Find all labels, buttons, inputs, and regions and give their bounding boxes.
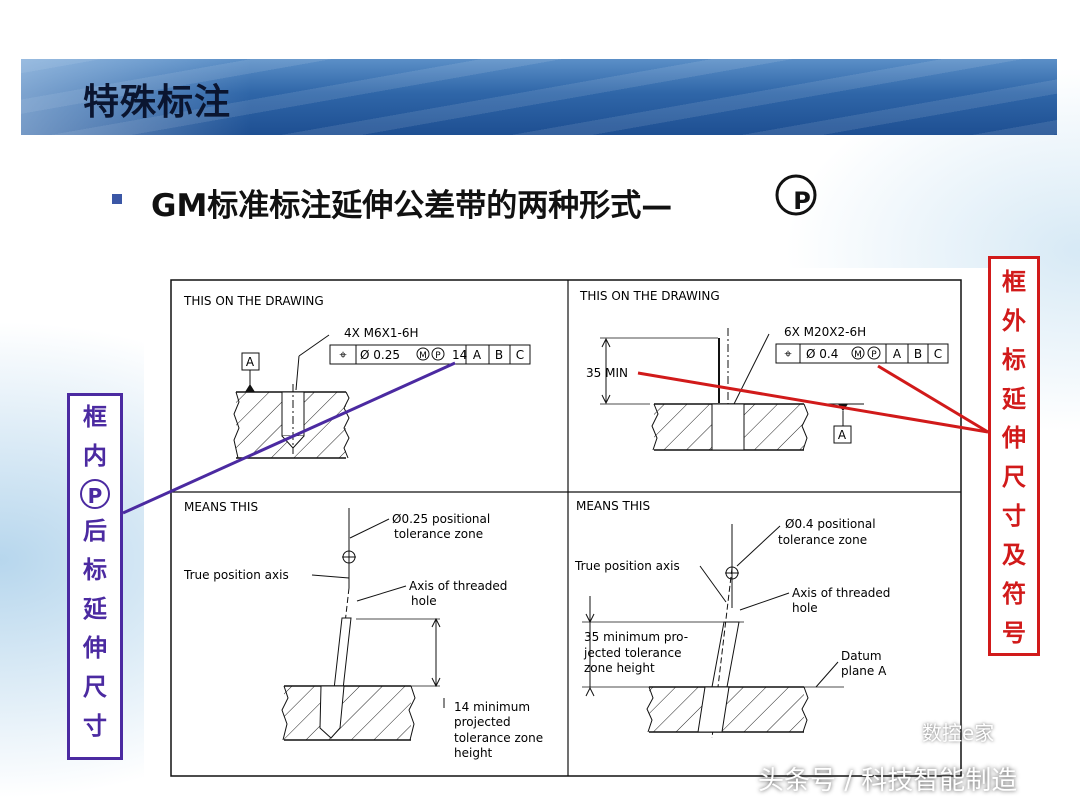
q4-min-line2: jected tolerance [583,646,681,660]
q4-part-section [646,686,809,733]
slide-title: 特殊标注 [83,82,232,123]
svg-text:M: M [854,350,862,360]
right-char: 外 [1002,307,1026,335]
q3-true-position: True position axis [183,568,289,582]
svg-text:A: A [246,355,255,369]
q1-feature-control-frame: ⌖ Ø 0.25 M P 14 A B C [329,344,531,365]
svg-text:Ø 0.4: Ø 0.4 [806,347,838,361]
svg-text:C: C [934,347,942,361]
right-char: 框 [1002,268,1026,296]
left-char: 尺 [83,673,107,701]
q4-min-line1: 35 minimum pro- [584,630,688,644]
right-char: 伸 [1002,424,1026,452]
q1-part-section [233,384,350,459]
watermark-source: 头条号 / 科技智能制造 [758,766,1018,796]
right-char: 标 [1002,346,1026,374]
q3-header: MEANS THIS [184,500,258,514]
left-char: 内 [83,442,107,470]
svg-text:⌖: ⌖ [339,348,347,363]
q3-part-section [281,685,416,741]
svg-text:14: 14 [452,348,467,362]
svg-text:A: A [473,348,482,362]
left-char: 后 [83,517,107,545]
q3-axis-line2: hole [411,594,437,608]
q3-zone-line1: Ø0.25 positional [392,512,490,526]
q3-axis-line1: Axis of threaded [409,579,507,593]
q2-thread-note: 6X M20X2-6H [784,325,866,339]
q3-min-line4: height [454,746,493,760]
q4-datum-line1: Datum [841,649,882,663]
q2-datum-label: A [824,403,864,444]
drawing-figure: THIS ON THE DRAWING 4X M6X1-6H ⌖ Ø 0.25 … [144,268,989,788]
q3-min-line2: projected [454,715,511,729]
q4-true-position: True position axis [574,559,680,573]
bullet-marker [112,194,122,204]
q2-min-label: 35 MIN [586,366,628,380]
svg-text:M: M [419,351,427,361]
svg-text:A: A [893,347,902,361]
q3-min-line1: 14 minimum [454,700,530,714]
q2-header: THIS ON THE DRAWING [579,289,720,303]
svg-text:B: B [914,347,922,361]
q4-axis-line2: hole [792,601,818,615]
left-char: 寸 [83,712,107,740]
q1-thread-note: 4X M6X1-6H [344,326,419,340]
q4-datum-line2: plane A [841,664,887,678]
q4-header: MEANS THIS [576,499,650,513]
q4-zone-line2: tolerance zone [778,533,867,547]
right-char: 尺 [1002,463,1026,491]
drawing-svg: THIS ON THE DRAWING 4X M6X1-6H ⌖ Ø 0.25 … [170,279,962,777]
drawing-frame [170,279,962,777]
title-bar: 特殊标注 [21,59,1057,135]
q3-min-line3: tolerance zone [454,731,543,745]
svg-text:C: C [516,348,524,362]
q1-header: THIS ON THE DRAWING [183,294,324,308]
right-char: 号 [1002,619,1026,647]
left-char-circled-p: P [80,479,110,509]
watermark-brand: 数控e家 [922,721,995,745]
q4-min-line3: zone height [584,661,655,675]
svg-text:B: B [495,348,503,362]
svg-text:P: P [435,351,441,361]
svg-text:A: A [838,428,847,442]
q2-feature-control-frame: ⌖ Ø 0.4 M P A B C [775,343,949,364]
right-char: 寸 [1002,502,1026,530]
svg-text:⌖: ⌖ [784,347,792,362]
headline: GM标准标注延伸公差带的两种形式— [151,188,673,224]
svg-text:Ø 0.25: Ø 0.25 [360,348,400,362]
symbol-letter: P [793,187,811,215]
left-char: 框 [83,403,107,431]
right-char: 符 [1002,580,1026,608]
projected-tolerance-symbol-icon: P [775,174,817,216]
left-char: 延 [83,595,107,623]
left-annotation-label: 框 内 P 后 标 延 伸 尺 寸 [67,393,123,760]
right-annotation-label: 框 外 标 延 伸 尺 寸 及 符 号 [988,256,1040,656]
left-char: 标 [83,556,107,584]
right-char: 及 [1002,541,1026,569]
svg-text:P: P [871,350,877,360]
q3-zone-line2: tolerance zone [394,527,483,541]
left-char: 伸 [83,634,107,662]
q4-zone-line1: Ø0.4 positional [785,517,876,531]
q2-part-section [651,403,809,451]
right-char: 延 [1002,385,1026,413]
q1-datum-label: A [241,352,260,392]
q4-axis-line1: Axis of threaded [792,586,890,600]
